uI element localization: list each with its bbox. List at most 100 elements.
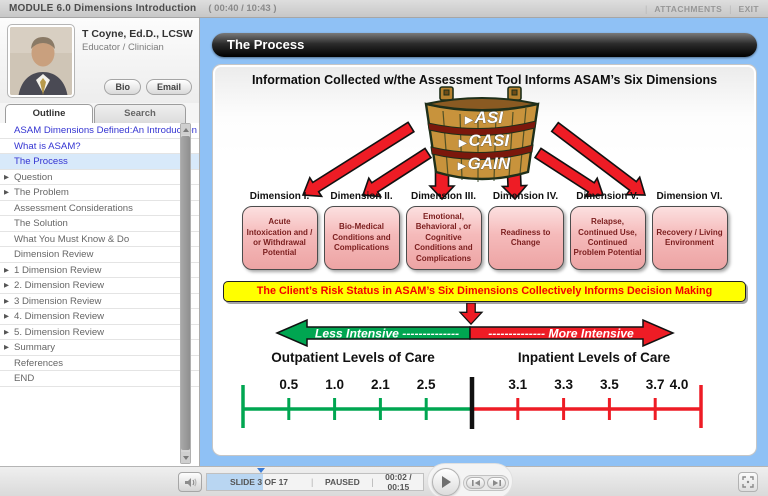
slide-heading: Information Collected w/the Assessment T… (251, 73, 718, 87)
strip-divider: | (311, 477, 314, 487)
expand-triangle-icon: ▶ (4, 328, 9, 336)
seek-strip[interactable]: SLIDE 3 OF 17 | PAUSED | 00:02 / 00:15 (206, 468, 424, 492)
dimension-box-text: Readiness to Change (500, 227, 551, 247)
outline-item[interactable]: ▶ Question (0, 170, 199, 185)
outline-item-label: 2. Dimension Review (14, 280, 105, 291)
svg-text:▶CASI: ▶CASI (458, 131, 511, 150)
volume-button[interactable] (178, 472, 202, 492)
scrollbar-up-arrow[interactable] (181, 124, 190, 135)
scrollbar-down-arrow[interactable] (181, 452, 190, 463)
outline-item[interactable]: ▶The Problem (0, 185, 199, 201)
presenter-card: T Coyne, Ed.D., LCSW Educator / Clinicia… (0, 18, 199, 103)
outline-item[interactable]: ASAM Dimensions Defined:An Introduction (0, 123, 199, 139)
svg-text:4.0: 4.0 (670, 377, 689, 392)
sidebar: T Coyne, Ed.D., LCSW Educator / Clinicia… (0, 18, 200, 466)
intensity-spectrum-arrow: Less Intensive -------------- ----------… (275, 318, 675, 348)
slide-stage: The Process Information Collected w/the … (200, 18, 768, 466)
outline-item[interactable]: ▶1 Dimension Review (0, 263, 199, 278)
tab-search[interactable]: Search (94, 104, 186, 123)
outline-item-label: Summary (14, 342, 56, 353)
exit-button[interactable]: EXIT (738, 3, 759, 14)
dimension-label: Dimension V. (576, 191, 639, 202)
outline-item[interactable]: What You Must Know & Do (0, 232, 199, 247)
email-button[interactable]: Email (145, 79, 192, 95)
dimension-label: Dimension I. (249, 191, 310, 202)
outline-item-label: 5. Dimension Review (14, 326, 105, 338)
risk-status-banner: The Client’s Risk Status in ASAM’s Six D… (223, 281, 746, 302)
outline-item[interactable]: ▶ 2. Dimension Review (0, 278, 199, 294)
less-intensive-label: Less Intensive -------------- (315, 327, 459, 341)
outline-item-label: ASAM Dimensions Defined:An Introduction (14, 125, 197, 136)
dimension-box: Relapse, Continued Use, Continued Proble… (569, 206, 646, 270)
prev-next-controls (463, 475, 509, 491)
topbar-separator: | (644, 3, 648, 14)
seek-marker-icon[interactable] (257, 468, 265, 473)
outline-item[interactable]: References (0, 356, 199, 371)
inpatient-label: Inpatient Levels of Care (517, 350, 671, 365)
dimension-label: Dimension II. (330, 191, 393, 202)
attachments-button[interactable]: ATTACHMENTS (654, 3, 723, 14)
outline-item[interactable]: The Solution (0, 216, 199, 232)
svg-text:2.1: 2.1 (371, 377, 390, 392)
more-intensive-label: -------------- More Intensive (488, 327, 634, 341)
dimension-box-text: Bio-Medical Conditions and Complications (332, 222, 391, 253)
svg-text:0.5: 0.5 (279, 377, 298, 392)
playback-state: PAUSED (324, 477, 360, 487)
down-arrow-connector (458, 303, 484, 325)
outpatient-label: Outpatient Levels of Care (271, 350, 435, 365)
speaker-icon (184, 477, 196, 487)
outline-item-label: END (14, 373, 35, 384)
outline-item-label: The Process (14, 156, 68, 167)
svg-text:2.5: 2.5 (417, 377, 436, 392)
dimension-box-text: Recovery / Living Environment (656, 227, 723, 247)
scrollbar-thumb[interactable] (181, 136, 190, 450)
outline-item[interactable]: What is ASAM? (0, 139, 199, 154)
topbar-separator: | (729, 3, 732, 14)
dimension-box: Recovery / Living Environment (651, 206, 728, 270)
outline-item[interactable]: Assessment Considerations (0, 201, 199, 216)
dimension-label: Dimension IV. (492, 191, 559, 202)
svg-text:3.7: 3.7 (646, 377, 665, 392)
outline-item[interactable]: ▶ 4. Dimension Review (0, 309, 199, 325)
previous-slide-button[interactable] (466, 477, 485, 489)
outline-item-current[interactable]: The Process (0, 154, 199, 170)
outline-item[interactable]: Dimension Review (0, 247, 199, 263)
next-slide-button[interactable] (487, 477, 506, 489)
dimension-box-text: Emotional, Behavioral , or Cognitive Con… (414, 212, 473, 263)
bio-button[interactable]: Bio (104, 79, 141, 95)
outline-item[interactable]: ▶Summary (0, 340, 199, 356)
slide-panel: Information Collected w/the Assessment T… (212, 64, 757, 456)
dimension-box: Emotional, Behavioral , or Cognitive Con… (405, 206, 482, 270)
outline-item-label: What is ASAM? (14, 140, 81, 152)
svg-text:3.3: 3.3 (554, 377, 573, 392)
play-button[interactable] (432, 468, 460, 496)
svg-text:▶ASI: ▶ASI (464, 108, 504, 127)
expand-triangle-icon: ▶ (4, 173, 9, 181)
outline-item[interactable]: END (0, 371, 199, 387)
outline-scrollbar[interactable] (180, 123, 191, 464)
svg-text:1.0: 1.0 (325, 377, 344, 392)
expand-triangle-icon: ▶ (4, 282, 9, 289)
outline-item-label: 3 Dimension Review (14, 295, 102, 307)
dimension-label: Dimension VI. (656, 191, 723, 202)
slide-title-bar: The Process (212, 33, 757, 57)
expand-triangle-icon: ▶ (4, 266, 9, 274)
presenter-role: Educator / Clinician (82, 42, 164, 53)
strip-divider: | (371, 477, 374, 487)
outline-item-label: Dimension Review (14, 249, 94, 260)
outline-item[interactable]: ▶ 5. Dimension Review (0, 325, 199, 340)
outline-item-label: References (14, 357, 64, 369)
dimension-labels-row: Dimension I. Dimension II. Dimension III… (213, 191, 756, 202)
assessment-bucket-graphic: ▶ASI▶CASI▶GAIN (424, 86, 540, 182)
svg-text:3.5: 3.5 (600, 377, 619, 392)
tab-outline[interactable]: Outline (5, 104, 93, 123)
dimension-label: Dimension III. (410, 191, 476, 202)
fullscreen-button[interactable] (738, 472, 758, 492)
next-icon (492, 480, 501, 486)
outline-item-label: What You Must Know & Do (14, 233, 130, 245)
outline-item-label: Question (14, 171, 53, 183)
outline-item[interactable]: ▶3 Dimension Review (0, 294, 199, 309)
outline-item-label: 4. Dimension Review (14, 311, 105, 322)
expand-triangle-icon: ▶ (4, 313, 9, 320)
